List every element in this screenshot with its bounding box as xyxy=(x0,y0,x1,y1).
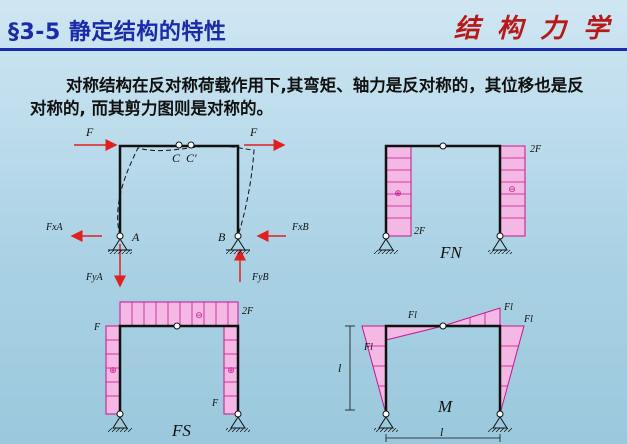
label-b: B xyxy=(218,230,226,244)
diagram-bending-moment: Fl Fl Fl Fl M l l xyxy=(338,302,533,442)
label-fxb: FxB xyxy=(291,222,309,233)
label-c: C xyxy=(172,151,181,165)
label-fya: FyA xyxy=(85,272,104,283)
fn-right-fill xyxy=(499,145,526,237)
m-left-fill xyxy=(361,325,387,415)
fn-title: FN xyxy=(439,243,463,262)
m-label-fl-beam: Fl xyxy=(407,310,417,321)
m-label-fl-right: Fl xyxy=(523,314,533,325)
pin-support-3b xyxy=(226,410,250,432)
hinge-2 xyxy=(439,142,447,150)
slide-title: §3-5 静定结构的特性 xyxy=(8,20,227,45)
diagram-loaded-frame: F F C C′ A B FxA FxB FyA FyB xyxy=(45,125,309,288)
fs-title: FS xyxy=(171,421,191,440)
frame-3 xyxy=(118,324,240,414)
pin-support-4a xyxy=(374,410,398,432)
label-f-right: F xyxy=(249,125,258,139)
dimension-lines xyxy=(345,325,501,442)
body-text: 对称结构在反对称荷载作用下,其弯矩、轴力是反对称的，其位移也是反对称的, 而其剪… xyxy=(30,76,584,118)
hinge-4 xyxy=(439,322,447,330)
brand-logo-text: 结 构 力 学 xyxy=(453,14,613,44)
diagram-axial-force: ⊕ ⊖ 2F 2F FN xyxy=(374,142,542,262)
m-label-fl-top: Fl xyxy=(503,302,513,313)
fn-label-top: 2F xyxy=(530,144,542,155)
fn-label-bottom: 2F xyxy=(414,226,426,237)
label-fxa: FxA xyxy=(45,222,64,233)
fn-sign-plus: ⊕ xyxy=(394,189,402,199)
dim-label-width: l xyxy=(440,425,444,439)
pin-support-4b xyxy=(488,410,512,432)
fs-label-left: F xyxy=(93,322,101,333)
hinge-c-prime xyxy=(187,141,195,149)
pin-support-3a xyxy=(108,410,132,432)
diagram-shear-force: ⊖ ⊕ ⊕ F 2F F FS xyxy=(93,301,254,440)
m-right-fill xyxy=(499,325,525,415)
hinge-3 xyxy=(173,322,181,330)
m-title: M xyxy=(437,397,453,416)
m-beam-right-fill xyxy=(442,307,501,327)
fs-sign-right: ⊕ xyxy=(227,366,235,376)
title-bar: §3-5 静定结构的特性 结 构 力 学 xyxy=(0,0,627,51)
fs-label-top: 2F xyxy=(242,306,254,317)
pin-support-a xyxy=(108,232,132,254)
pin-support-b xyxy=(226,232,250,254)
label-a: A xyxy=(131,230,140,244)
label-f-left: F xyxy=(85,125,94,139)
title-underline xyxy=(0,48,627,51)
fs-top-fill xyxy=(119,301,239,327)
pin-support-2b xyxy=(488,232,512,254)
label-fyb: FyB xyxy=(251,272,269,283)
m-label-fl-left: Fl xyxy=(363,342,373,353)
fn-sign-minus: ⊖ xyxy=(508,185,516,195)
fs-label-right: F xyxy=(211,398,219,409)
deformed-shape xyxy=(117,145,255,237)
fs-sign-top: ⊖ xyxy=(195,311,203,321)
m-beam-left-fill xyxy=(385,325,444,341)
pin-support-2a xyxy=(374,232,398,254)
dim-label-height: l xyxy=(338,361,342,375)
hinge-c xyxy=(175,141,183,149)
fs-sign-left: ⊕ xyxy=(109,366,117,376)
label-c-prime: C′ xyxy=(186,151,197,165)
